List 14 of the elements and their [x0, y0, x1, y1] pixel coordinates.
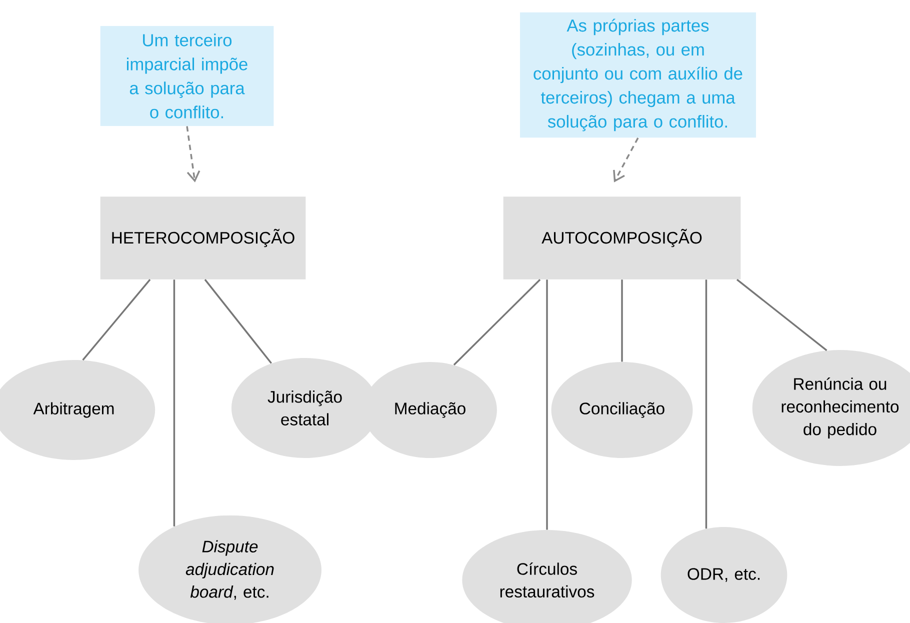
dashed-arrow — [186, 126, 200, 182]
category-box: AUTOCOMPOSIÇÃO — [503, 196, 741, 280]
connector-line — [204, 279, 272, 364]
connector-line — [736, 278, 828, 352]
connector-line — [82, 279, 151, 361]
callout-box: Um terceiro imparcial impõe a solução para o conflito. — [100, 26, 274, 126]
connector-line — [173, 280, 176, 526]
connector-line — [546, 280, 548, 530]
category-box: HETEROCOMPOSIÇÃO — [100, 196, 306, 280]
connector-line — [621, 280, 623, 362]
connector-line — [705, 280, 708, 529]
connector-line — [453, 278, 541, 366]
callout-box: As próprias partes (sozinhas, ou em conjunto ou com auxílio de terceiros) chegam a uma solução para o conflito. — [520, 12, 756, 138]
dashed-arrow — [613, 138, 639, 182]
